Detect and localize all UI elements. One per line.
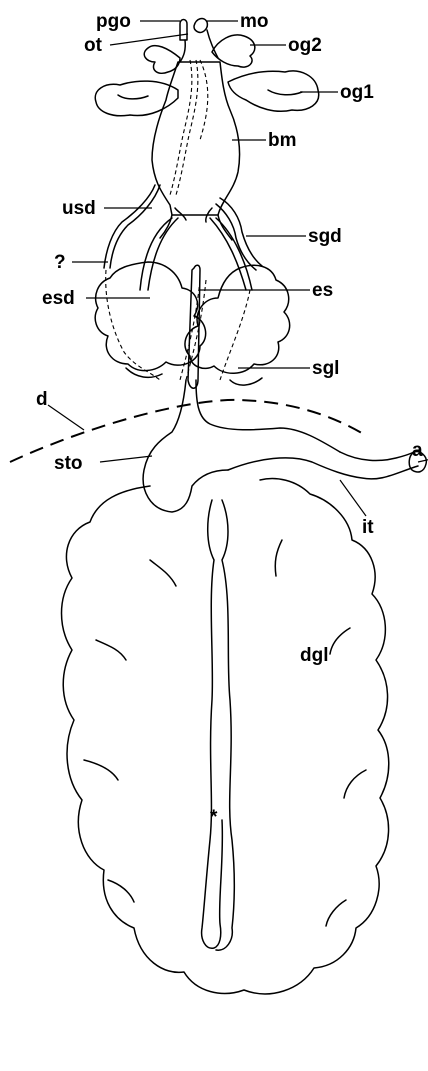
gland-cleft-right bbox=[216, 500, 234, 950]
digestive-gland bbox=[62, 479, 389, 994]
leader-d bbox=[48, 405, 84, 430]
gland-cleft-left bbox=[202, 500, 223, 948]
label-esd: esd bbox=[42, 289, 75, 308]
label-sgl: sgl bbox=[312, 359, 339, 378]
label-es: es bbox=[312, 281, 333, 300]
oral-gland-og1-right bbox=[228, 71, 319, 111]
label-og2: og2 bbox=[288, 36, 322, 55]
leader-ot bbox=[110, 34, 188, 45]
label-a: a bbox=[412, 441, 423, 460]
label-usd: usd bbox=[62, 199, 96, 218]
buccal-mass bbox=[152, 62, 240, 215]
label-dgl: dgl bbox=[300, 646, 329, 665]
label-d: d bbox=[36, 390, 48, 409]
leader-sto bbox=[100, 456, 152, 462]
label-asterisk: * bbox=[210, 808, 217, 827]
penial-gland-opening bbox=[180, 20, 187, 41]
label-bm: bm bbox=[268, 131, 297, 150]
label-unknown: ? bbox=[54, 253, 66, 272]
label-pgo: pgo bbox=[96, 12, 131, 31]
label-og1: og1 bbox=[340, 83, 374, 102]
label-ot: ot bbox=[84, 36, 102, 55]
label-sgd: sgd bbox=[308, 227, 342, 246]
label-it: it bbox=[362, 518, 374, 537]
mouth-opening bbox=[194, 19, 207, 33]
intestine bbox=[228, 458, 418, 479]
oral-gland-og2-left bbox=[144, 46, 180, 74]
esophagus bbox=[188, 265, 200, 388]
label-mo: mo bbox=[240, 12, 269, 31]
salivary-duct-inner bbox=[170, 60, 192, 195]
label-sto: sto bbox=[54, 454, 83, 473]
leader-it bbox=[340, 480, 366, 516]
